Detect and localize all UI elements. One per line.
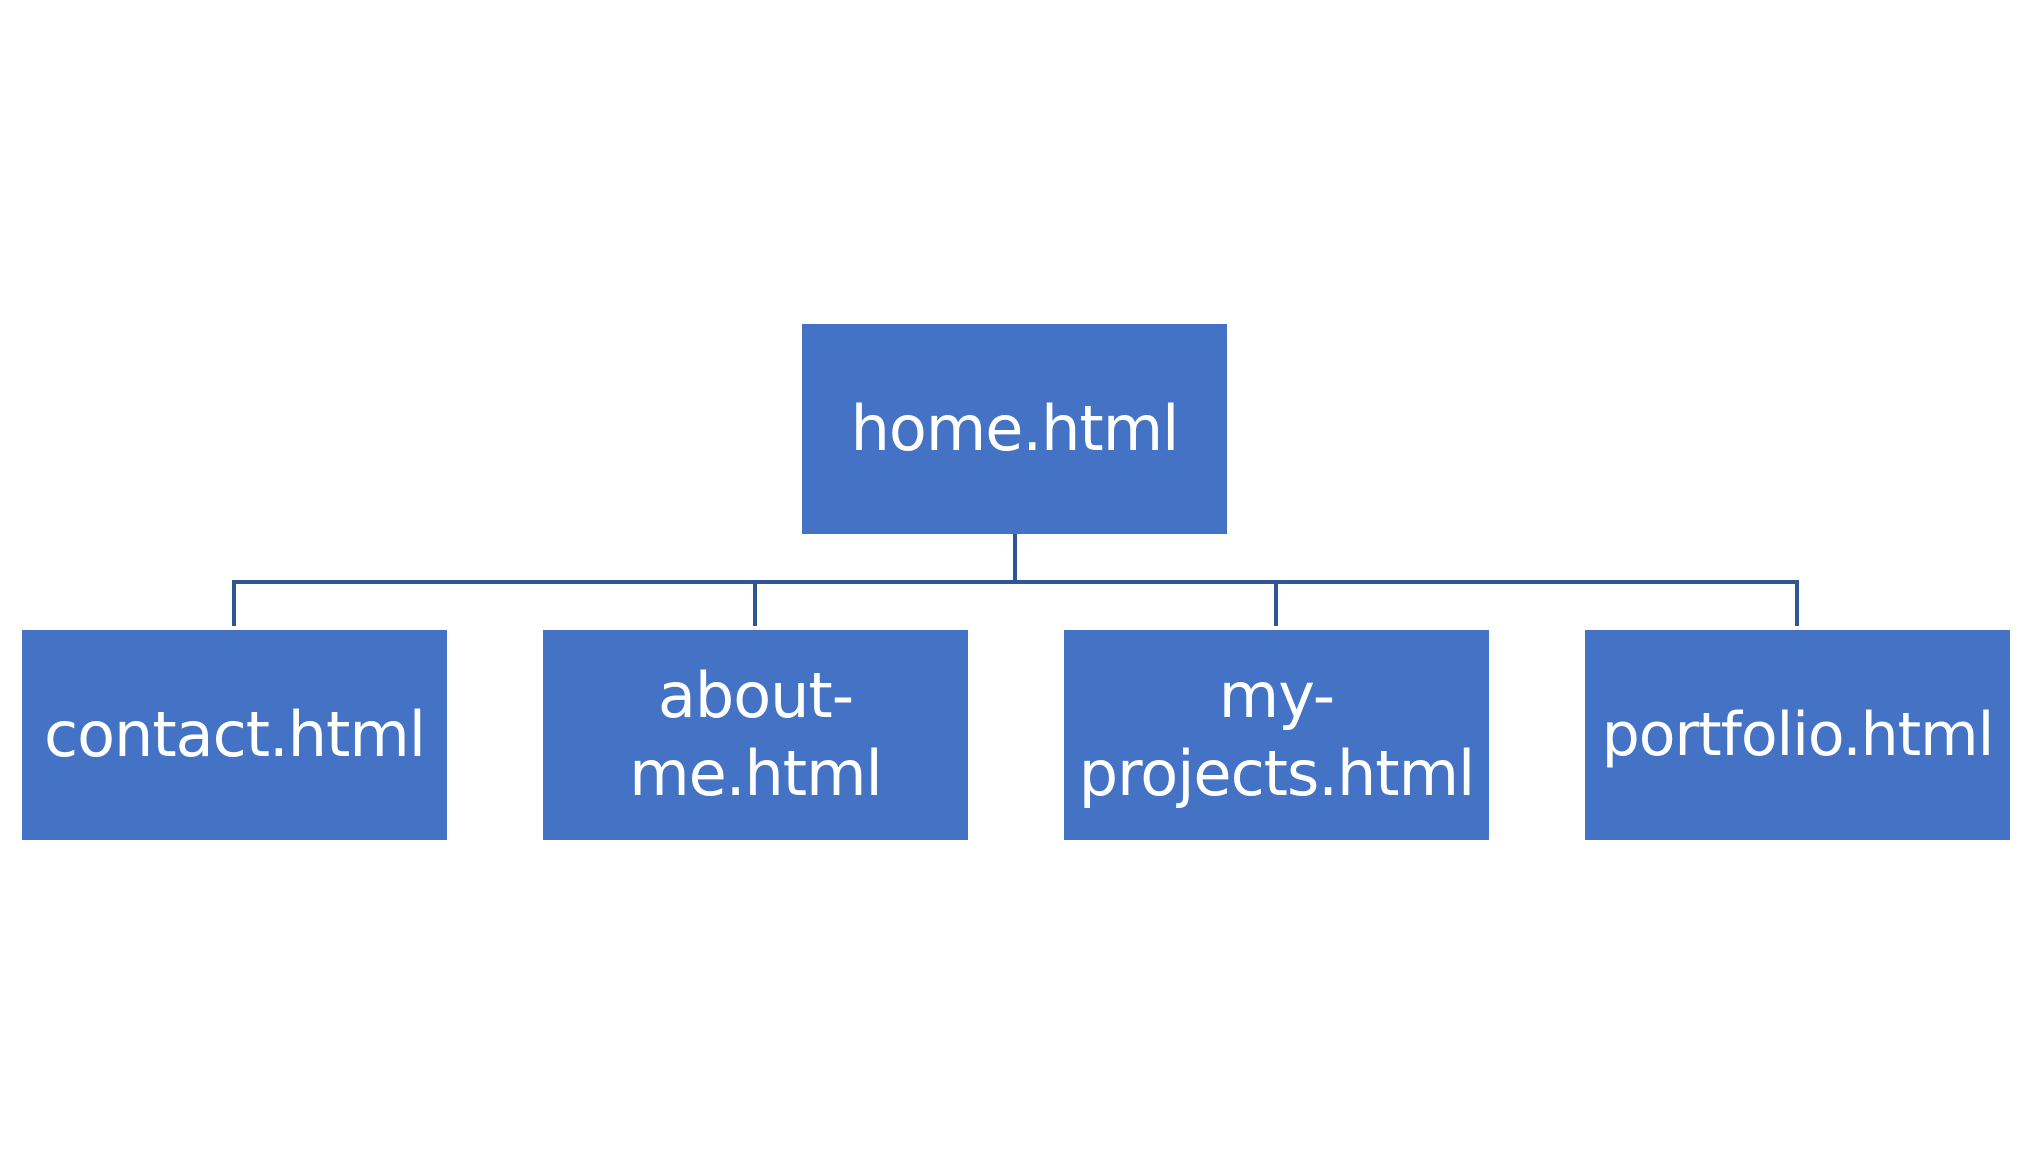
node-contact: contact.html: [22, 630, 447, 840]
node-contact-label: contact.html: [44, 698, 426, 771]
node-about-me-label: about- me.html: [629, 659, 882, 810]
node-my-projects-label: my- projects.html: [1078, 659, 1475, 810]
node-home: home.html: [802, 324, 1227, 534]
node-portfolio: portfolio.html: [1585, 630, 2010, 840]
node-home-label: home.html: [850, 392, 1180, 465]
node-about-me: about- me.html: [543, 630, 968, 840]
node-my-projects: my- projects.html: [1064, 630, 1489, 840]
node-portfolio-label: portfolio.html: [1601, 700, 1995, 770]
